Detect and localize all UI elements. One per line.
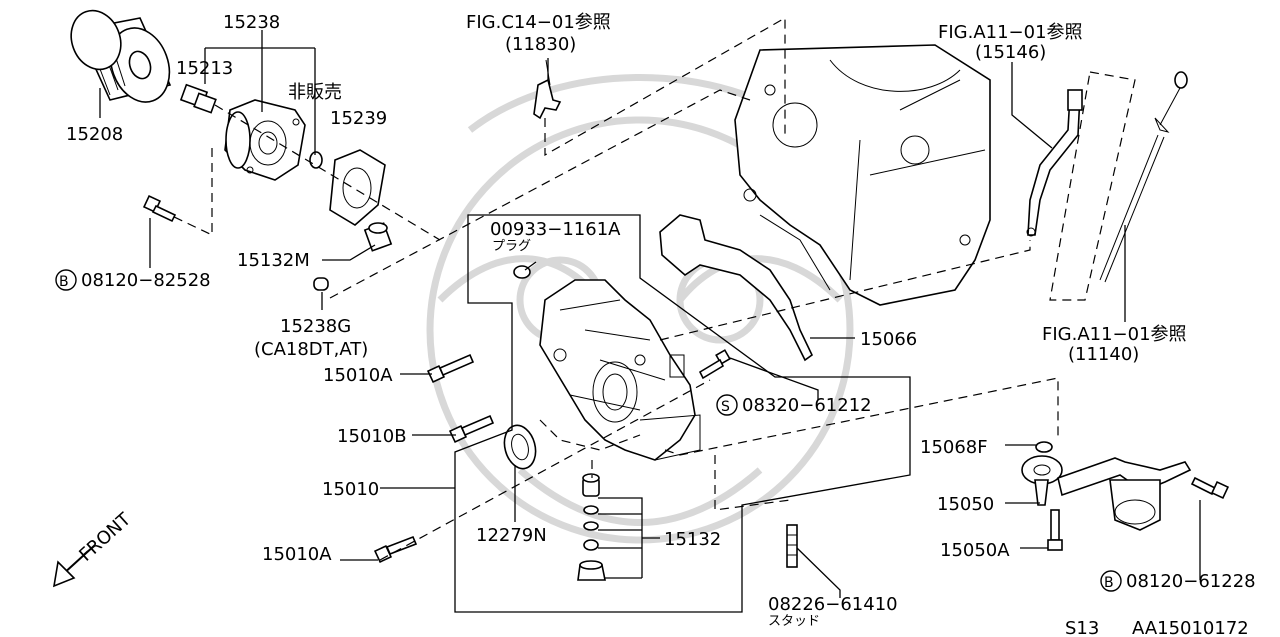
bolt-08120-82528[interactable] xyxy=(142,194,177,223)
relief-valve-15132[interactable] xyxy=(577,473,606,581)
label-fig-a11-01-top: FIG.A11−01参照 xyxy=(938,22,1083,43)
label-model: S13 xyxy=(1065,618,1099,637)
o-ring-15068F[interactable] xyxy=(1035,441,1053,453)
label-15132: 15132 xyxy=(664,529,721,550)
dipstick-11140[interactable] xyxy=(1099,71,1188,283)
label-15238G: 15238G xyxy=(280,316,351,337)
seal-15238G[interactable] xyxy=(313,277,329,291)
front-cover-gasket-15066[interactable] xyxy=(659,214,814,362)
label-15010B: 15010B xyxy=(337,426,407,447)
label-15010: 15010 xyxy=(322,479,379,500)
label-drawing-id: AA15010172 xyxy=(1132,618,1249,637)
label-fig-a11-01-right-ref: (11140) xyxy=(1068,344,1139,365)
label-15238G-note: (CA18DT,AT) xyxy=(254,339,368,360)
circled-s-icon xyxy=(716,394,738,416)
label-12279N: 12279N xyxy=(476,525,547,546)
gasket-15239[interactable] xyxy=(329,149,386,226)
label-fig-a11-01-right: FIG.A11−01参照 xyxy=(1042,324,1187,345)
screw-08320-61212[interactable] xyxy=(698,349,731,380)
label-15239: 15239 xyxy=(330,108,387,129)
watermark-emblem xyxy=(426,74,854,544)
label-15050: 15050 xyxy=(937,494,994,515)
label-15050A: 15050A xyxy=(940,540,1010,561)
circled-b-letter: B xyxy=(1104,575,1114,591)
label-plug: プラグ xyxy=(492,239,531,254)
label-15066: 15066 xyxy=(860,329,917,350)
front-label: FRONT xyxy=(75,508,135,565)
label-00933-1161A: 00933−1161A xyxy=(490,219,621,240)
label-08226-61410: 08226−61410 xyxy=(768,594,898,615)
connector-15213[interactable] xyxy=(179,83,217,114)
label-08120-82528: 08120−82528 xyxy=(81,270,211,291)
oil-strainer-15050[interactable] xyxy=(1021,455,1192,531)
label-fig-a11-01-top-ref: (15146) xyxy=(975,42,1046,63)
circled-b-letter: B xyxy=(59,274,69,290)
dipstick-guide-15146[interactable] xyxy=(1026,89,1083,237)
oil-filter-15208[interactable] xyxy=(63,4,179,111)
label-stud: スタッド xyxy=(768,614,820,629)
stud-08226-61410[interactable] xyxy=(786,524,798,568)
fitting-15132M[interactable] xyxy=(363,222,393,252)
label-fig-c14-01: FIG.C14−01参照 xyxy=(466,12,611,33)
filter-bracket-15238[interactable] xyxy=(224,99,306,181)
engine-block xyxy=(734,44,991,306)
label-15238: 15238 xyxy=(223,12,280,33)
part-labels: 15208 15238 15213 非販売 15239 B 08120−8252… xyxy=(55,12,1256,637)
label-15213: 15213 xyxy=(176,58,233,79)
label-15132M: 15132M xyxy=(237,250,310,271)
label-15068F: 15068F xyxy=(920,437,988,458)
label-08320-61212: 08320−61212 xyxy=(742,395,872,416)
circled-s-letter: S xyxy=(721,399,730,415)
bolt-15010B[interactable] xyxy=(448,414,495,444)
circled-b-icon xyxy=(1100,570,1122,592)
label-08120-61228: 08120−61228 xyxy=(1126,571,1256,592)
label-15010A-top: 15010A xyxy=(323,365,393,386)
dashed-alignment-lines xyxy=(169,16,1136,561)
circled-b-icon xyxy=(55,269,77,291)
label-fig-c14-01-ref: (11830) xyxy=(505,34,576,55)
label-15010A-bottom: 15010A xyxy=(262,544,332,565)
bolt-15010A-top[interactable] xyxy=(426,353,475,384)
bolt-15050A[interactable] xyxy=(1047,509,1063,551)
label-15208: 15208 xyxy=(66,124,123,145)
front-arrow-icon: FRONT xyxy=(52,508,136,588)
o-ring-not-for-sale[interactable] xyxy=(309,151,323,169)
oil-pump-body-15010[interactable] xyxy=(539,279,701,461)
leader-lines xyxy=(99,30,1201,613)
bolt-15010A-bottom[interactable] xyxy=(373,535,418,564)
label-not-for-sale: 非販売 xyxy=(288,82,342,103)
oil-seal-12279N[interactable] xyxy=(500,422,540,472)
bolt-08120-61228[interactable] xyxy=(1190,476,1230,500)
